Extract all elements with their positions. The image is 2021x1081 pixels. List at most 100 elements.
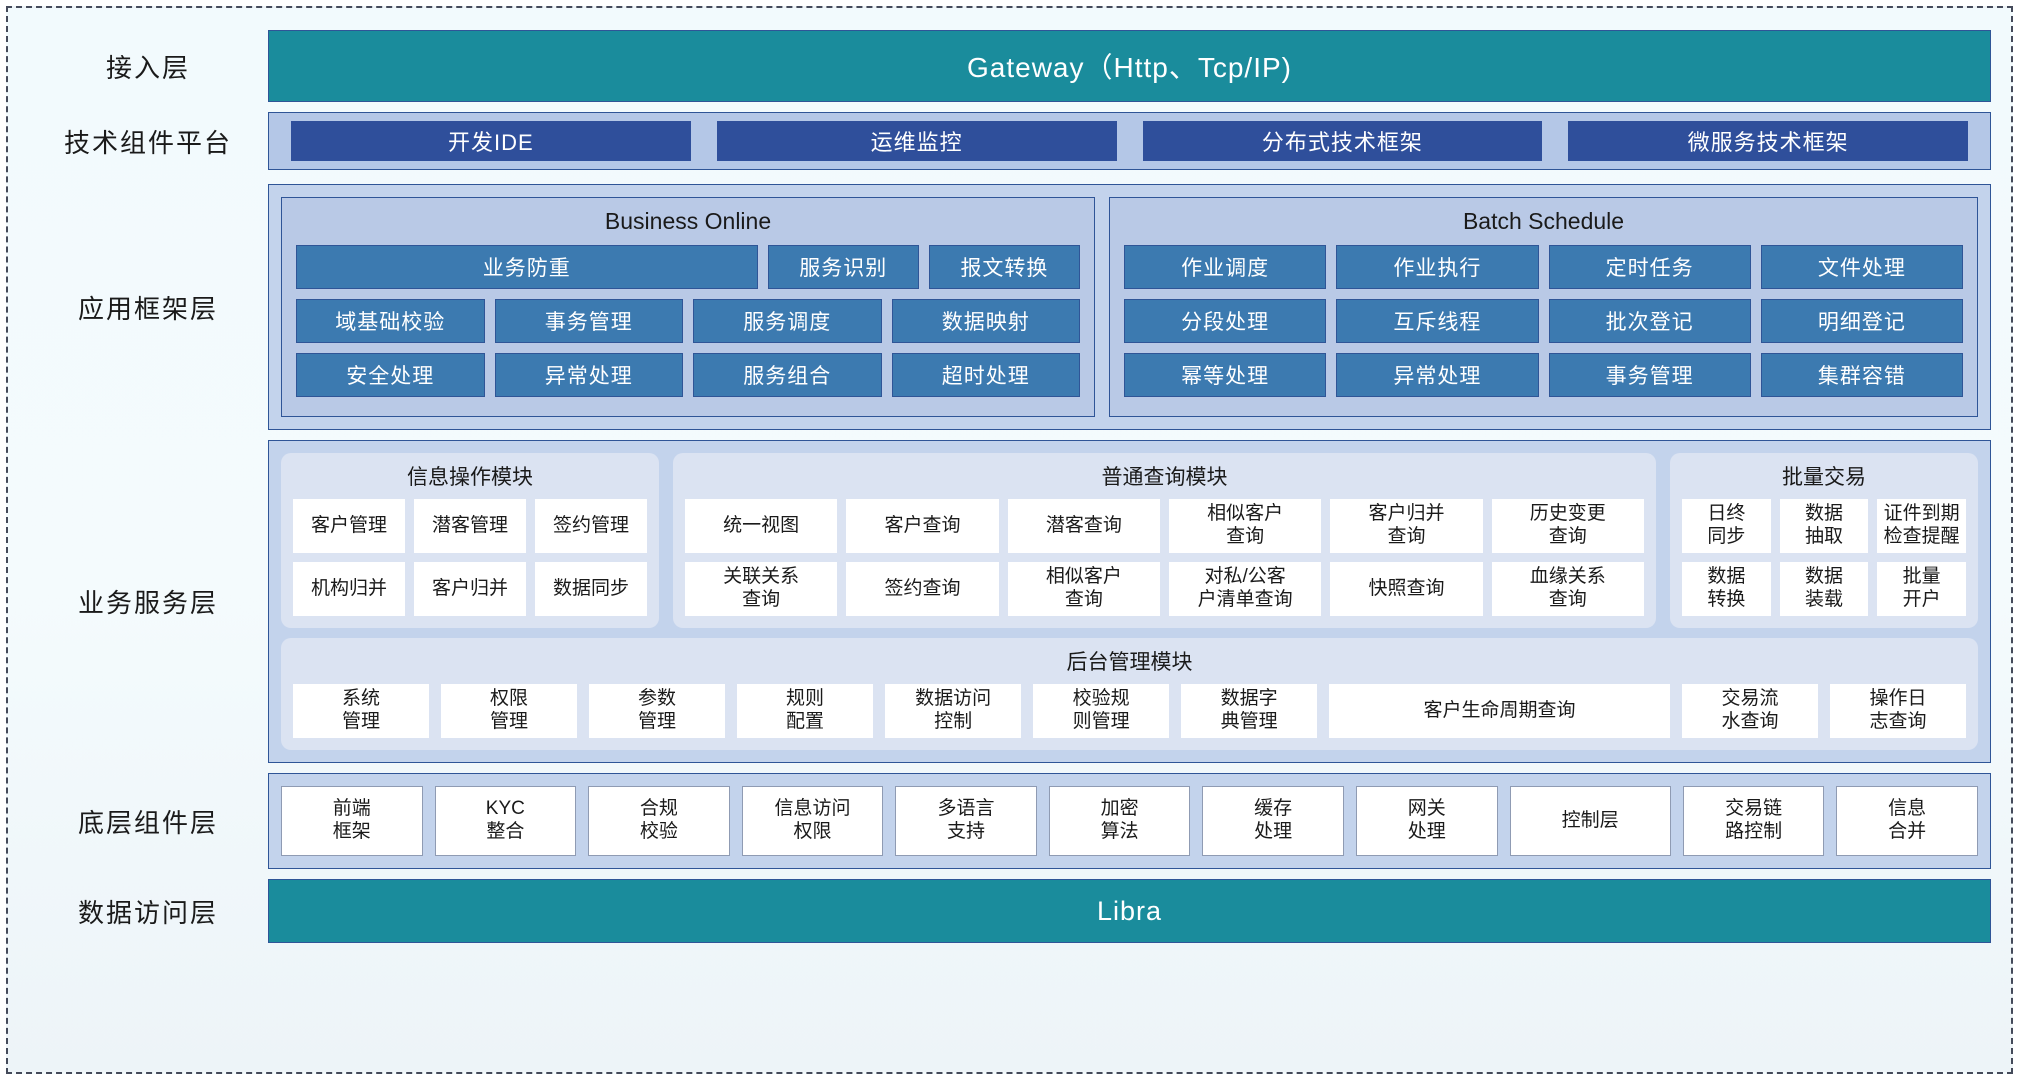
chip-gateway-processing[interactable]: 网关处理 [1355,786,1498,856]
layer-data-access: 数据访问层 Libra [28,879,1991,943]
chip-prospect-query[interactable]: 潜客查询 [1007,499,1160,553]
chip-contract-management[interactable]: 签约管理 [535,499,647,553]
chip-data-access-control[interactable]: 数据访问控制 [885,684,1022,738]
chip-service-identify[interactable]: 服务识别 [767,245,919,289]
module-common-query: 普通查询模块 统一视图 客户查询 潜客查询 相似客户查询 客户归并查询 历史变更… [673,453,1656,628]
module-info-ops: 信息操作模块 客户管理 潜客管理 签约管理 机构归并 客户归并 [281,453,659,628]
chip-file-processing[interactable]: 文件处理 [1760,245,1963,289]
chip-batch-exception-processing[interactable]: 异常处理 [1336,353,1539,397]
tech-platform-panel: 开发IDE 运维监控 分布式技术框架 微服务技术框架 [268,112,1991,170]
chip-service-composition[interactable]: 服务组合 [693,353,882,397]
chip-contract-query[interactable]: 签约查询 [846,562,999,616]
chip-detail-register[interactable]: 明细登记 [1760,299,1963,343]
admin-row: 系统管理 权限管理 参数管理 规则配置 数据访问控制 校验规则管理 数据字典管理… [293,684,1966,738]
chip-data-dictionary-management[interactable]: 数据字典管理 [1181,684,1318,738]
layer-access: 接入层 Gateway（Http、Tcp/IP) [28,30,1991,102]
chip-similar-customer-query[interactable]: 相似客户查询 [1168,499,1322,553]
chip-domain-basic-validate[interactable]: 域基础校验 [296,299,485,343]
chip-customer-management[interactable]: 客户管理 [293,499,405,553]
chip-customer-query[interactable]: 客户查询 [846,499,999,553]
chip-mutex-thread[interactable]: 互斥线程 [1336,299,1539,343]
chip-end-of-day-sync[interactable]: 日终同步 [1682,499,1771,553]
chip-batch-transaction-management[interactable]: 事务管理 [1548,353,1751,397]
chip-job-execute[interactable]: 作业执行 [1336,245,1539,289]
chip-parameter-management[interactable]: 参数管理 [589,684,726,738]
chip-unified-view[interactable]: 统一视图 [685,499,838,553]
module-title-batch-trade: 批量交易 [1782,466,1866,489]
tech-chip-microservice-framework[interactable]: 微服务技术框架 [1568,121,1968,161]
chip-relationship-query[interactable]: 关联关系查询 [685,562,838,616]
chip-data-load[interactable]: 数据装载 [1779,562,1869,616]
spacer [28,170,1991,184]
tech-chip-distributed-framework[interactable]: 分布式技术框架 [1142,121,1543,161]
chip-customer-merge-query[interactable]: 客户归并查询 [1330,499,1483,553]
chip-customer-lifecycle-query[interactable]: 客户生命周期查询 [1329,684,1670,738]
chip-transaction-flow-query[interactable]: 交易流水查询 [1681,684,1818,738]
module-batch-trade: 批量交易 日终同步 数据抽取 证件到期检查提醒 数据转换 数据装载 [1670,453,1978,628]
module-admin: 后台管理模块 系统管理 权限管理 参数管理 规则配置 数据访问控制 校验规则管理… [281,638,1978,750]
chip-segment-processing[interactable]: 分段处理 [1124,299,1327,343]
tech-chip-ops-monitor[interactable]: 运维监控 [716,121,1117,161]
chip-data-transform[interactable]: 数据转换 [1682,562,1771,616]
group-title-business-online: Business Online [604,208,772,234]
business-online-row-1: 业务防重 服务识别 报文转换 [296,245,1081,289]
chip-prospect-management[interactable]: 潜客管理 [414,499,526,553]
tech-chip-ide[interactable]: 开发IDE [291,121,691,161]
chip-data-mapping[interactable]: 数据映射 [891,299,1081,343]
chip-compliance-check[interactable]: 合规校验 [588,786,730,856]
chip-permission-management[interactable]: 权限管理 [441,684,578,738]
chip-multilanguage-support[interactable]: 多语言支持 [895,786,1037,856]
chip-similar-customer-query-2[interactable]: 相似客户查询 [1007,562,1160,616]
chip-timeout-processing[interactable]: 超时处理 [891,353,1081,397]
chip-service-schedule[interactable]: 服务调度 [693,299,882,343]
chip-info-access-permission[interactable]: 信息访问权限 [741,786,884,856]
chip-exception-processing[interactable]: 异常处理 [494,353,684,397]
chip-idempotent-processing[interactable]: 幂等处理 [1124,353,1327,397]
business-service-modules-row: 信息操作模块 客户管理 潜客管理 签约管理 机构归并 客户归并 [281,453,1978,628]
chip-lineage-query[interactable]: 血缘关系查询 [1491,562,1644,616]
module-title-admin: 后台管理模块 [1066,651,1193,674]
chip-certificate-expiry-reminder[interactable]: 证件到期检查提醒 [1877,499,1967,553]
spacer [28,763,1991,773]
chip-cluster-fault-tolerance[interactable]: 集群容错 [1760,353,1963,397]
batch-schedule-row-1: 作业调度 作业执行 定时任务 文件处理 [1124,245,1963,289]
layer-label-app-framework: 应用框架层 [77,293,218,324]
chip-encryption-algorithm[interactable]: 加密算法 [1048,786,1191,856]
chip-data-sync[interactable]: 数据同步 [535,562,647,616]
libra-banner[interactable]: Libra [268,879,1991,943]
chip-snapshot-query[interactable]: 快照查询 [1330,562,1483,616]
layer-app-framework: 应用框架层 Business Online 业务防重 服务识别 报文转换 域 [28,184,1991,430]
chip-operation-log-query[interactable]: 操作日志查询 [1829,684,1966,738]
gateway-banner[interactable]: Gateway（Http、Tcp/IP) [268,30,1991,102]
chip-rule-configuration[interactable]: 规则配置 [737,684,874,738]
business-online-row-2: 域基础校验 事务管理 服务调度 数据映射 [296,299,1081,343]
chip-batch-register[interactable]: 批次登记 [1548,299,1751,343]
chip-history-change-query[interactable]: 历史变更查询 [1491,499,1644,553]
chip-private-public-customer-list-query[interactable]: 对私/公客户清单查询 [1168,562,1322,616]
chip-security-processing[interactable]: 安全处理 [296,353,485,397]
chip-system-management[interactable]: 系统管理 [293,684,430,738]
info-ops-row-2: 机构归并 客户归并 数据同步 [293,562,647,616]
chip-org-merge[interactable]: 机构归并 [293,562,405,616]
chip-customer-merge[interactable]: 客户归并 [414,562,526,616]
chip-batch-account-open[interactable]: 批量开户 [1877,562,1967,616]
group-batch-schedule: Batch Schedule 作业调度 作业执行 定时任务 文件处理 分段处理 … [1109,197,1978,417]
chip-frontend-framework[interactable]: 前端框架 [281,786,423,856]
layer-tech-platform: 技术组件平台 开发IDE 运维监控 分布式技术框架 微服务技术框架 [28,112,1991,170]
chip-transaction-chain-control[interactable]: 交易链路控制 [1682,786,1825,856]
chip-validation-rule-management[interactable]: 校验规则管理 [1033,684,1170,738]
common-query-row-2: 关联关系查询 签约查询 相似客户查询 对私/公客户清单查询 快照查询 血缘关系查… [685,562,1644,616]
layer-label-data-access: 数据访问层 [77,897,218,928]
chip-info-merge[interactable]: 信息合并 [1836,786,1978,856]
chip-data-extract[interactable]: 数据抽取 [1779,499,1869,553]
chip-cache-processing[interactable]: 缓存处理 [1202,786,1344,856]
chip-message-transform[interactable]: 报文转换 [928,245,1081,289]
chip-transaction-management[interactable]: 事务管理 [494,299,684,343]
chip-business-anti-duplicate[interactable]: 业务防重 [296,245,758,289]
chip-timed-task[interactable]: 定时任务 [1548,245,1751,289]
chip-job-schedule[interactable]: 作业调度 [1124,245,1327,289]
chip-control-layer[interactable]: 控制层 [1509,786,1671,856]
